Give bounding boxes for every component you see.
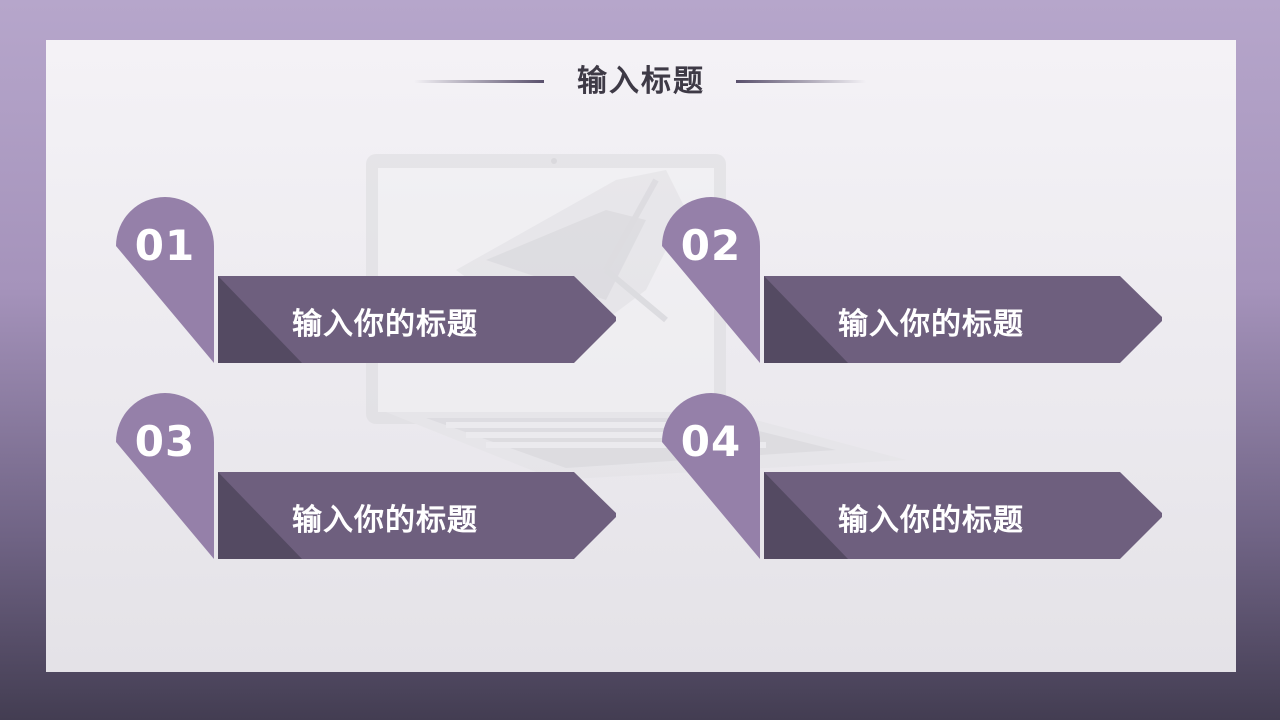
item-shape	[662, 393, 1162, 559]
list-item-03: 03 输入你的标题	[116, 393, 616, 563]
title-divider-left	[414, 80, 544, 83]
list-item-02: 02 输入你的标题	[662, 197, 1162, 367]
item-number: 02	[680, 221, 742, 270]
title-row: 输入标题	[46, 62, 1236, 102]
slide-title: 输入标题	[577, 64, 705, 99]
item-shape	[662, 197, 1162, 363]
list-item-04: 04 输入你的标题	[662, 393, 1162, 563]
item-number: 01	[134, 221, 196, 270]
item-label: 输入你的标题	[838, 503, 1024, 538]
list-item-01: 01 输入你的标题	[116, 197, 616, 367]
slide-canvas: 输入标题 01 输入你的标题 02 输入你的标题 03 输入你的标题	[46, 40, 1236, 672]
item-shape	[116, 393, 616, 559]
item-label: 输入你的标题	[292, 307, 478, 342]
item-label: 输入你的标题	[292, 503, 478, 538]
item-label: 输入你的标题	[838, 307, 1024, 342]
item-shape	[116, 197, 616, 363]
title-divider-right	[736, 80, 866, 83]
item-number: 04	[680, 417, 742, 466]
item-number: 03	[134, 417, 196, 466]
